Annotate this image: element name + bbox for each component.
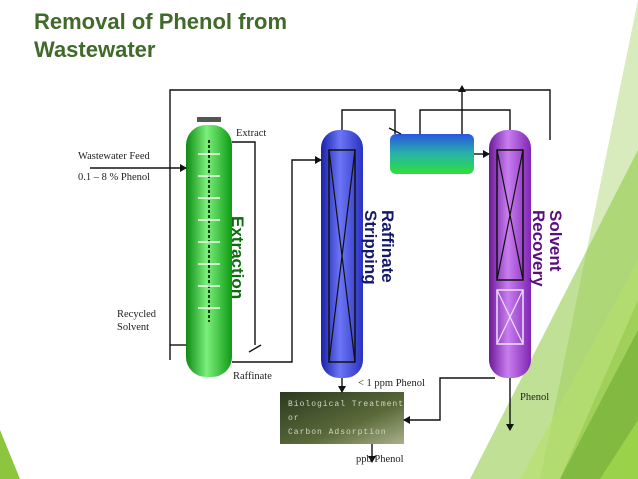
recycled-solvent-line-2: Solvent: [117, 322, 150, 333]
slide-title: Removal of Phenol from Wastewater: [34, 8, 354, 64]
decorative-green-corner: [0, 430, 20, 479]
treatment-box: Biological Treatment or Carbon Adsorptio…: [282, 394, 405, 442]
extraction-column-label: Extraction: [228, 216, 247, 300]
decanter-drum: [390, 134, 474, 174]
phenol-label: Phenol: [520, 392, 550, 403]
treatment-line-1: Biological Treatment: [288, 400, 405, 409]
title-line-1: Removal of Phenol from: [34, 9, 288, 34]
flow-lines: [90, 85, 551, 463]
recycled-solvent-line-1: Recycled: [117, 309, 157, 320]
decorative-green-shards: [470, 0, 638, 479]
raffinate-stripping-line-1: Raffinate: [378, 210, 397, 283]
raffinate-label: Raffinate: [233, 371, 272, 382]
solvent-recovery-line-1: Solvent: [546, 210, 565, 272]
treatment-box-shape: [280, 392, 404, 444]
treatment-line-3: Carbon Adsorption: [288, 428, 387, 437]
title-line-2: Wastewater: [34, 37, 156, 62]
solvent-recovery-label: Solvent Recovery: [529, 210, 565, 287]
raffinate-stripping-column: [321, 130, 363, 378]
solvent-recovery-column: [489, 130, 531, 378]
ppb-phenol-label: ppb Phenol: [356, 454, 404, 465]
extract-label: Extract: [236, 128, 267, 139]
raffinate-stripping-label: Raffinate Stripping: [361, 210, 397, 285]
recycled-solvent-label: Recycled Solvent: [117, 308, 156, 334]
feed-concentration-label: 0.1 – 8 % Phenol: [78, 172, 151, 183]
wastewater-feed-label: Wastewater Feed: [78, 151, 150, 162]
solvent-recovery-line-2: Recovery: [529, 210, 548, 287]
raffinate-stripping-line-2: Stripping: [361, 210, 380, 285]
extraction-column: [186, 117, 232, 377]
lt-1ppm-phenol-label: < 1 ppm Phenol: [358, 378, 425, 389]
treatment-line-2: or: [288, 414, 300, 423]
